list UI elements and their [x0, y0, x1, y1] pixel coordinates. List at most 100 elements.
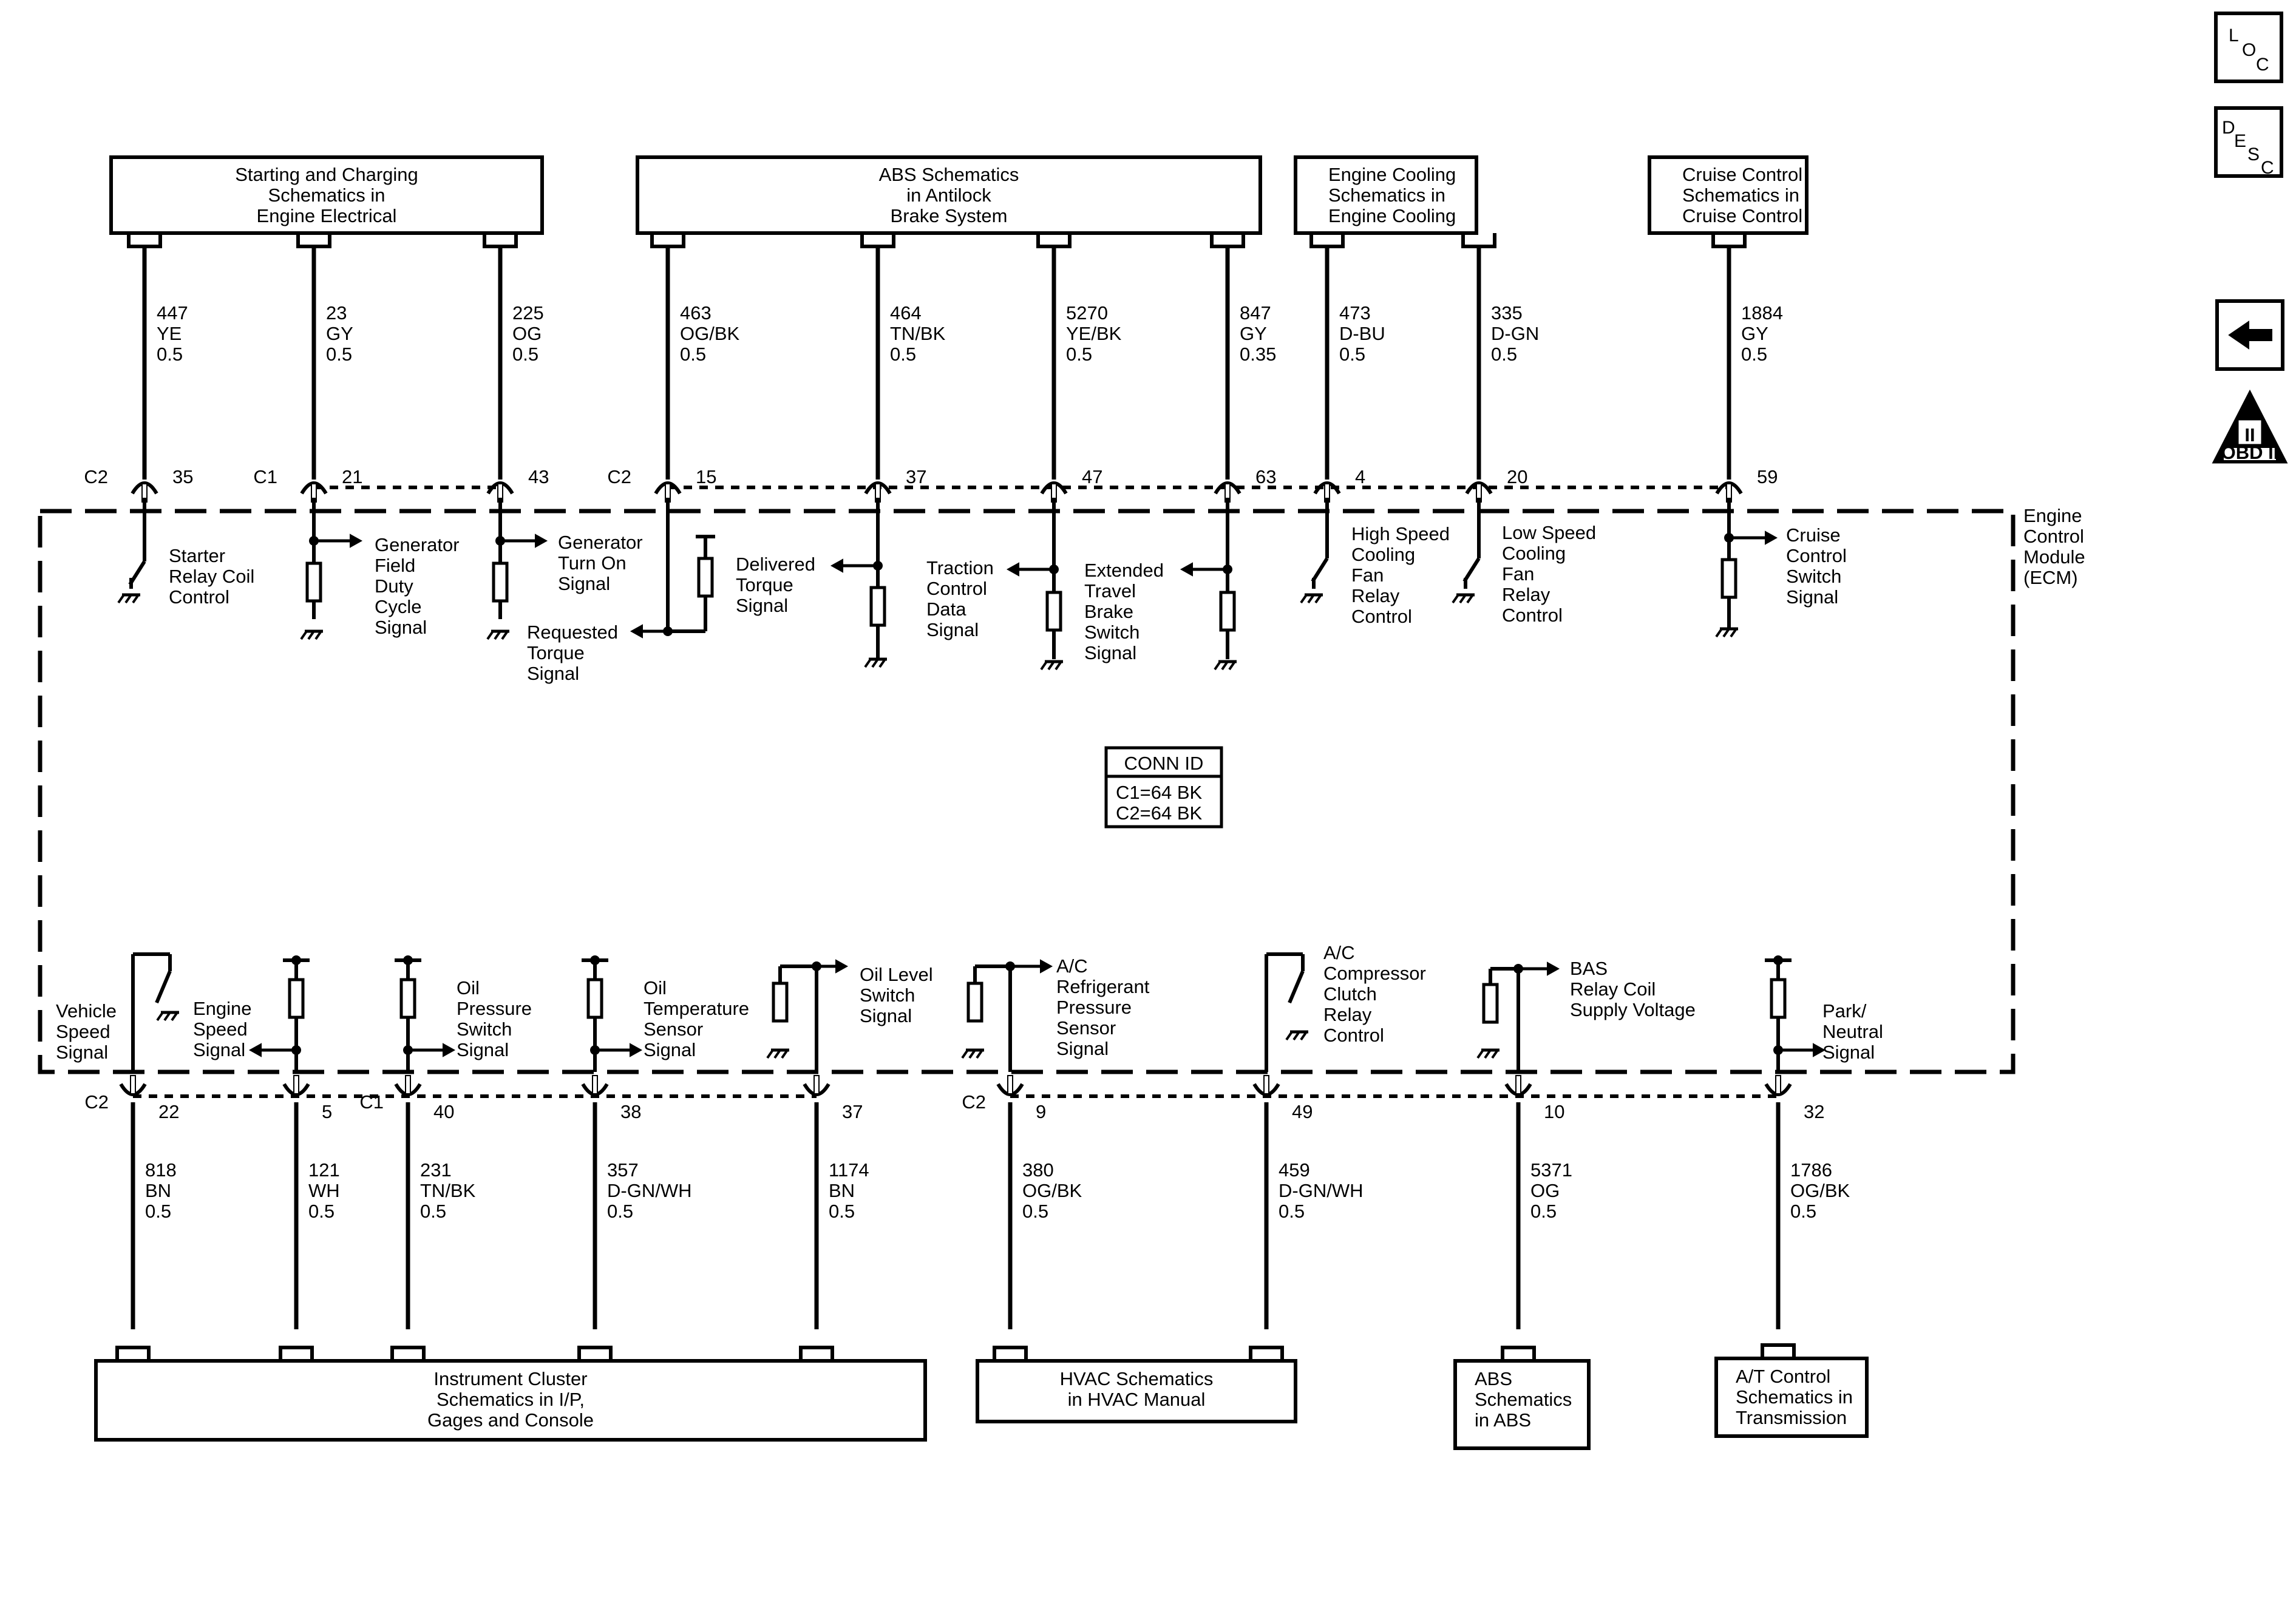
- wire-label: 380: [1022, 1159, 1054, 1181]
- arrow-head: [630, 624, 643, 639]
- top-box-label: Schematics in: [1328, 185, 1445, 206]
- arrow-head: [1006, 562, 1019, 577]
- component-terminal: [127, 233, 162, 248]
- signal-label: Cooling: [1351, 544, 1415, 565]
- wire-label: 447: [157, 302, 188, 324]
- component-terminal: [577, 1346, 613, 1361]
- ground-symbol: [1722, 628, 1730, 638]
- top-box-label: Schematics in: [1682, 185, 1799, 206]
- wire-label: 0.5: [1279, 1201, 1305, 1222]
- ground-symbol: [871, 658, 879, 668]
- ground-symbol: [766, 1049, 774, 1059]
- signal-label: Switch: [860, 985, 915, 1006]
- obd-label: OBD II: [2221, 442, 2279, 463]
- resistor: [1720, 558, 1737, 599]
- ground-symbol: [1459, 594, 1467, 604]
- signal-label: Signal: [558, 573, 610, 594]
- signal-label: Generator: [558, 532, 643, 553]
- wire-label: 0.5: [829, 1201, 855, 1222]
- signal-label: Temperature: [644, 998, 749, 1019]
- pin-number: 43: [528, 466, 549, 487]
- component-terminal: [1461, 233, 1496, 248]
- signal-label: Signal: [527, 663, 579, 684]
- ecm-outline: [38, 509, 2016, 1074]
- arrow-head: [1180, 562, 1193, 577]
- arrow-head: [248, 1043, 262, 1057]
- wire-label: OG/BK: [1022, 1180, 1082, 1201]
- signal-label: Extended: [1084, 560, 1164, 581]
- ground-symbol: [1484, 1049, 1492, 1059]
- switch-contact: [1311, 557, 1329, 583]
- loc-letter: L: [2229, 25, 2239, 46]
- top-box-label: ABS Schematics: [879, 164, 1019, 185]
- signal-label: Signal: [736, 595, 788, 616]
- signal-label: Sensor: [1056, 1017, 1116, 1039]
- signal-label: Generator: [375, 534, 460, 555]
- bottom-component-box: [976, 1359, 1297, 1423]
- resistor: [492, 561, 509, 603]
- pin-number: 4: [1355, 466, 1365, 487]
- desc-letter: S: [2247, 144, 2260, 164]
- wire-label: 847: [1240, 302, 1271, 324]
- ecm-label: (ECM): [2023, 567, 2078, 588]
- signal-label: Control: [1502, 605, 1563, 626]
- wire-label: D-GN/WH: [1279, 1180, 1363, 1201]
- signal-label: Refrigerant: [1056, 976, 1150, 997]
- wire-label: 335: [1491, 302, 1523, 324]
- signal-label: Switch: [1786, 566, 1841, 587]
- bottom-box-label: Transmission: [1736, 1407, 1847, 1428]
- connector-id: C2: [84, 1091, 109, 1113]
- signal-label: Field: [375, 555, 415, 576]
- wire-label: 23: [326, 302, 347, 324]
- loc-letter: O: [2242, 40, 2256, 60]
- wire-label: D-GN: [1491, 323, 1539, 344]
- component-terminal: [860, 233, 895, 248]
- pin-number: 47: [1082, 466, 1102, 487]
- component-terminal: [1711, 233, 1747, 248]
- component-terminal: [650, 233, 685, 248]
- internal-wire: [1288, 970, 1305, 1004]
- connector-id: C2: [962, 1091, 986, 1113]
- wire-label: 231: [420, 1159, 452, 1181]
- connector-pin: [1775, 1075, 1781, 1094]
- signal-label: Data: [926, 598, 966, 620]
- arrow-head: [535, 534, 548, 548]
- pin-number: 9: [1036, 1101, 1046, 1122]
- wire-label: 0.5: [420, 1201, 446, 1222]
- wire-label: 1174: [829, 1159, 869, 1181]
- wire-label: TN/BK: [890, 323, 946, 344]
- desc-button[interactable]: [2214, 106, 2283, 178]
- signal-label: Torque: [527, 642, 585, 663]
- ground-symbol: [314, 630, 322, 640]
- resistor: [966, 981, 983, 1023]
- loc-button[interactable]: [2214, 12, 2283, 83]
- signal-label: Relay: [1351, 585, 1400, 606]
- signal-label: Relay: [1502, 584, 1550, 605]
- conn-id-title: CONN ID: [1124, 753, 1204, 774]
- resistor: [1770, 978, 1787, 1019]
- ground-symbol: [300, 630, 308, 640]
- arrow-head: [443, 1043, 456, 1057]
- top-box-label: Cruise Control: [1682, 164, 1802, 185]
- wire-label: 357: [607, 1159, 639, 1181]
- wire-label: 5270: [1066, 302, 1108, 324]
- pin-number: 40: [433, 1101, 454, 1122]
- wire-label: 0.5: [1790, 1201, 1816, 1222]
- pin-number: 49: [1292, 1101, 1313, 1122]
- signal-label: Cycle: [375, 596, 422, 617]
- signal-label: Relay: [1323, 1004, 1372, 1025]
- bottom-box-label: HVAC Schematics: [1060, 1368, 1214, 1389]
- ground-symbol: [1047, 660, 1055, 671]
- ground-symbol: [1715, 628, 1723, 638]
- signal-label: A/C: [1056, 955, 1088, 977]
- ground-symbol: [1040, 660, 1048, 671]
- arrow-head: [1040, 959, 1053, 974]
- top-box-label: Schematics in: [268, 185, 385, 206]
- signal-label: Control: [1323, 1025, 1384, 1046]
- signal-label: Relay Coil: [1570, 978, 1656, 1000]
- wire-label: 0.5: [512, 344, 538, 365]
- connector-pin: [1515, 1075, 1521, 1094]
- conn-id-value: C2=64 BK: [1116, 802, 1203, 824]
- ground-symbol: [494, 630, 501, 640]
